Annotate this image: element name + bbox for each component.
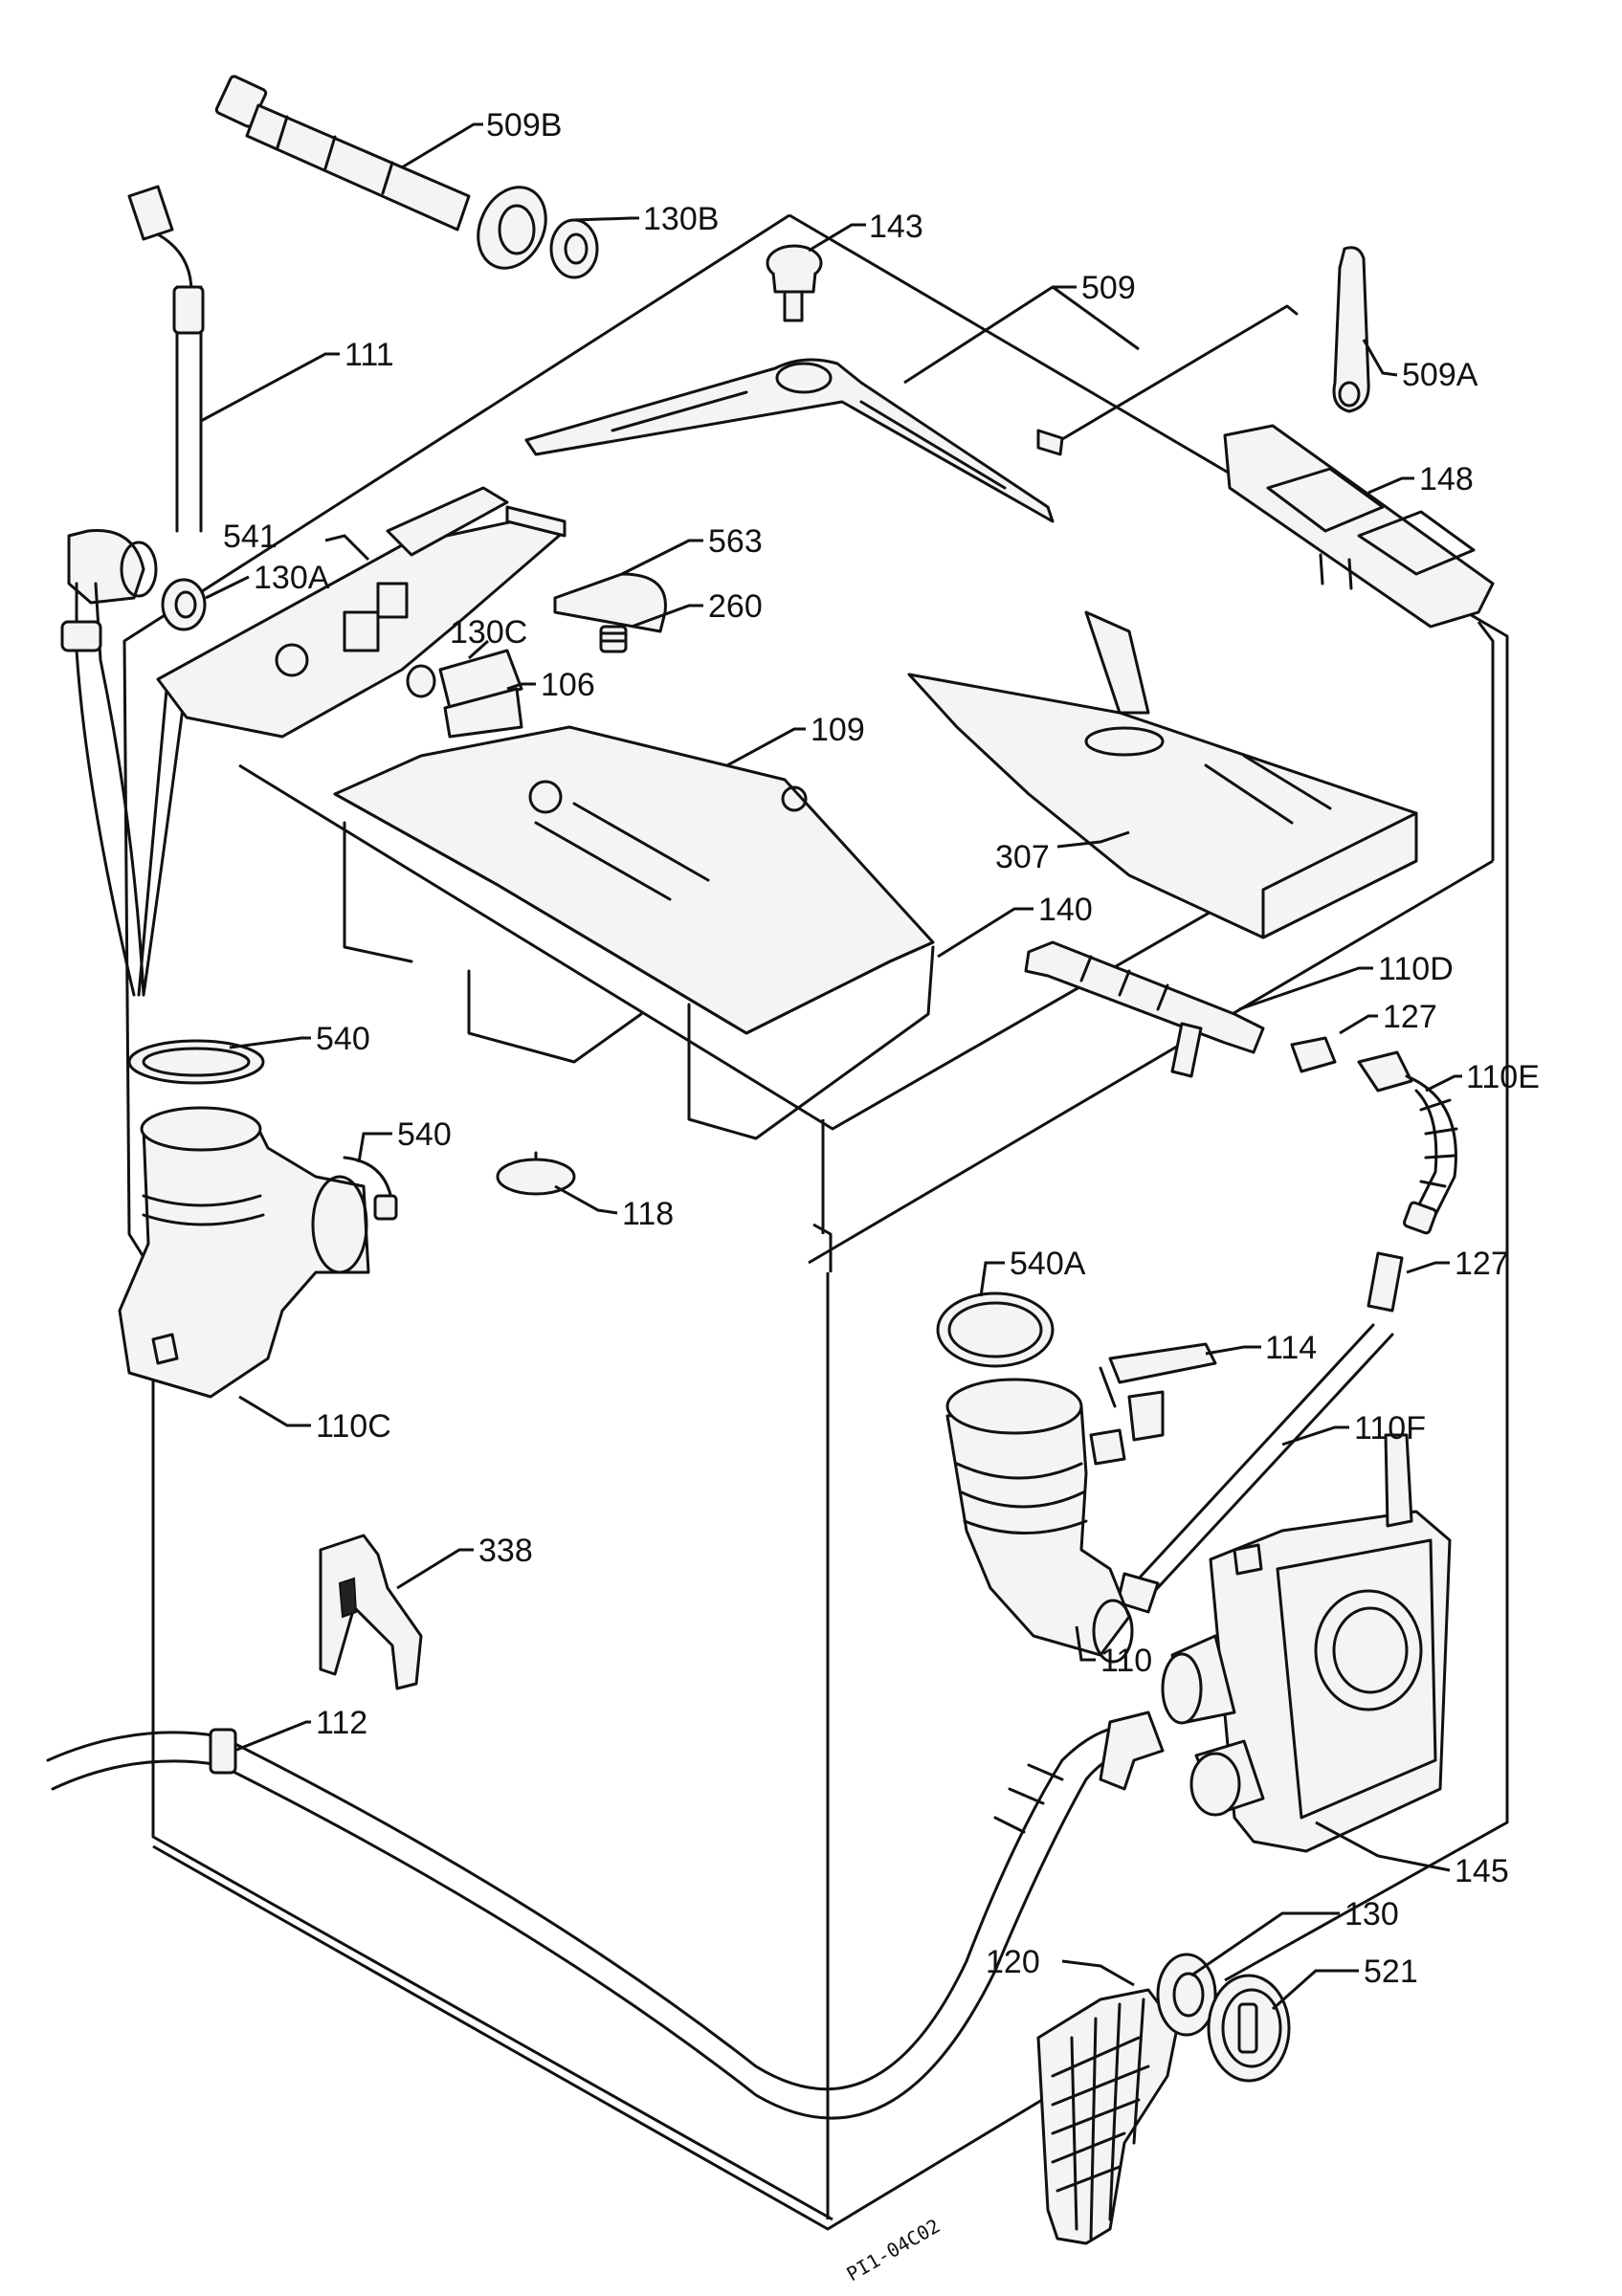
- callout-110: 110: [1100, 1643, 1152, 1679]
- callout-118: 118: [622, 1196, 674, 1232]
- callout-521: 521: [1364, 1954, 1418, 1990]
- inlet-hose-111: [60, 185, 205, 997]
- sensor-114: [1099, 1342, 1217, 1442]
- callout-145: 145: [1455, 1853, 1509, 1889]
- drawer-307: [907, 610, 1418, 939]
- callout-509B: 509B: [486, 107, 562, 144]
- callout-106: 106: [541, 667, 595, 703]
- connector-127a: [1290, 1036, 1337, 1073]
- clip-338: [319, 1534, 423, 1690]
- lever-bar-509: [524, 304, 1299, 523]
- hose-110: [945, 1378, 1134, 1664]
- seal-130a: [161, 578, 207, 631]
- callout-114: 114: [1265, 1330, 1317, 1366]
- callout-143: 143: [869, 209, 923, 245]
- dispenser-housing-109: [333, 725, 935, 1140]
- callout-509: 509: [1081, 270, 1136, 306]
- callout-127-lower: 127: [1455, 1246, 1509, 1282]
- callout-112: 112: [316, 1705, 367, 1741]
- dispenser-cover-148: [1223, 424, 1495, 629]
- clamp-540b: [343, 1156, 398, 1221]
- callout-540-lower: 540: [397, 1116, 452, 1153]
- hose-110d: [1024, 940, 1265, 1078]
- callout-110D: 110D: [1378, 951, 1454, 987]
- seal-130c: [406, 664, 436, 698]
- clamp-540a-ring: [936, 1292, 1055, 1368]
- pump-145: [1161, 1433, 1452, 1853]
- filter-118: [496, 1151, 576, 1196]
- bracket-541: [156, 486, 567, 739]
- clamp-540a: [127, 1039, 265, 1085]
- callout-130A: 130A: [254, 560, 330, 596]
- inlet-pipe-509b: [214, 75, 547, 270]
- callout-130B: 130B: [643, 201, 719, 237]
- callout-110E: 110E: [1466, 1059, 1540, 1095]
- drain-hose-112: [46, 1711, 1165, 2120]
- lever-509a: [1332, 246, 1370, 413]
- callout-260: 260: [708, 588, 763, 625]
- seal-130: [1156, 1953, 1217, 2037]
- callout-563: 563: [708, 523, 763, 560]
- callout-130: 130: [1344, 1896, 1399, 1932]
- callout-109: 109: [811, 712, 865, 748]
- cap-521: [1207, 1974, 1291, 2083]
- hose-110e: [1357, 1050, 1458, 1235]
- callout-111: 111: [344, 337, 394, 373]
- callout-110C: 110C: [316, 1408, 391, 1445]
- callout-140: 140: [1038, 892, 1093, 928]
- callout-541: 541: [223, 519, 278, 555]
- leader-lines: [200, 122, 1462, 2011]
- knob-143: [766, 244, 823, 322]
- callout-148: 148: [1419, 461, 1474, 497]
- drawing-code: PI1-04C02: [843, 2214, 944, 2285]
- elbow-110c: [118, 1106, 370, 1399]
- callout-540-upper: 540: [316, 1021, 370, 1057]
- callout-110F: 110F: [1354, 1410, 1426, 1446]
- connector-127b: [1366, 1251, 1404, 1313]
- callout-127-upper: 127: [1383, 999, 1437, 1035]
- callout-540A: 540A: [1010, 1246, 1086, 1282]
- callout-338: 338: [478, 1533, 533, 1569]
- callout-120: 120: [986, 1944, 1040, 1980]
- valve-106: [438, 649, 523, 739]
- cabinet-outline: [122, 213, 1509, 2231]
- callout-307: 307: [995, 839, 1050, 875]
- callout-509A: 509A: [1402, 357, 1478, 393]
- callout-labels: 509B 130B 143 509 509A 111 148 541 130A …: [223, 107, 1540, 1990]
- hose-110f: [1116, 1323, 1394, 1614]
- seal-130b: [549, 218, 599, 279]
- spring-260: [599, 625, 628, 653]
- filter-basket-120: [1036, 1988, 1179, 2245]
- cover-563: [553, 572, 667, 633]
- callout-130C: 130C: [450, 614, 527, 651]
